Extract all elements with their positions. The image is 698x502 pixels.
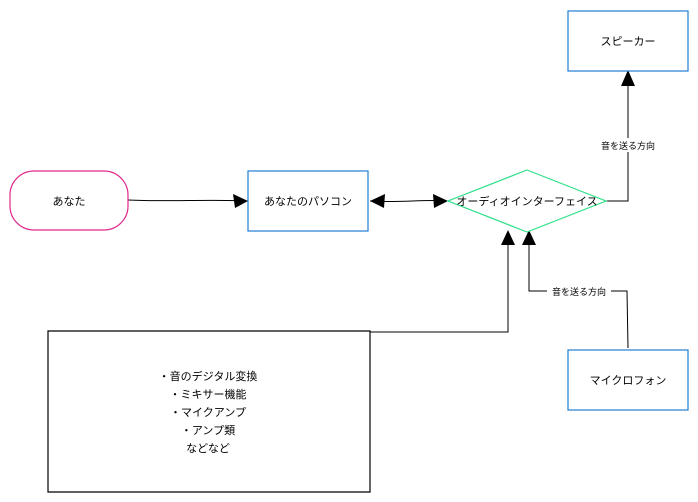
arrowhead-speaker — [621, 70, 635, 86]
node-you[interactable]: あなた — [9, 170, 129, 231]
node-you-label: あなた — [53, 195, 86, 208]
arrowhead-pc-side — [370, 194, 385, 208]
node-speaker-label: スピーカー — [601, 35, 656, 48]
note-line-2: ・ミキサー機能 — [170, 387, 247, 401]
edge-label-from-mic: 音を送る方向 — [552, 286, 606, 298]
note-line-1: ・音のデジタル変換 — [159, 369, 258, 383]
note-box-shape — [47, 330, 371, 493]
node-microphone-label: マイクロフォン — [590, 374, 667, 387]
edge-note-to-interface[interactable] — [370, 240, 509, 333]
note-line-4: ・アンプ類 — [181, 424, 235, 437]
node-pc-shape — [247, 170, 369, 232]
node-pc-label: あなたのパソコン — [264, 195, 352, 208]
node-audio-interface[interactable]: オーディオインターフェイス — [446, 169, 608, 233]
edge-you-to-pc[interactable] — [127, 199, 249, 202]
node-audio-interface-shape — [446, 169, 608, 233]
note-box[interactable]: ・音のデジタル変換 ・ミキサー機能 ・マイクアンプ ・アンプ類 などなど — [47, 330, 371, 493]
node-microphone-shape — [567, 349, 689, 411]
edge-label-bg-mic — [547, 284, 611, 298]
node-speaker[interactable]: スピーカー — [567, 10, 689, 72]
arrowheads — [233, 70, 635, 245]
note-line-5: などなど — [186, 442, 230, 455]
edge-interface-to-speaker[interactable] — [606, 80, 629, 202]
arrowhead-note-up — [501, 230, 515, 245]
arrowhead-to-pc — [233, 194, 248, 208]
node-you-shape — [9, 170, 129, 231]
node-speaker-shape — [567, 10, 689, 72]
node-audio-interface-label: オーディオインターフェイス — [456, 194, 597, 208]
note-line-3: ・マイクアンプ — [170, 406, 246, 419]
node-microphone[interactable]: マイクロフォン — [567, 349, 689, 411]
arrowhead-interface-side — [433, 194, 448, 208]
arrowhead-mic-up — [522, 230, 536, 245]
edge-label-bg-speaker — [596, 138, 660, 152]
node-pc[interactable]: あなたのパソコン — [247, 170, 369, 232]
edge-label-to-speaker: 音を送る方向 — [601, 140, 655, 152]
